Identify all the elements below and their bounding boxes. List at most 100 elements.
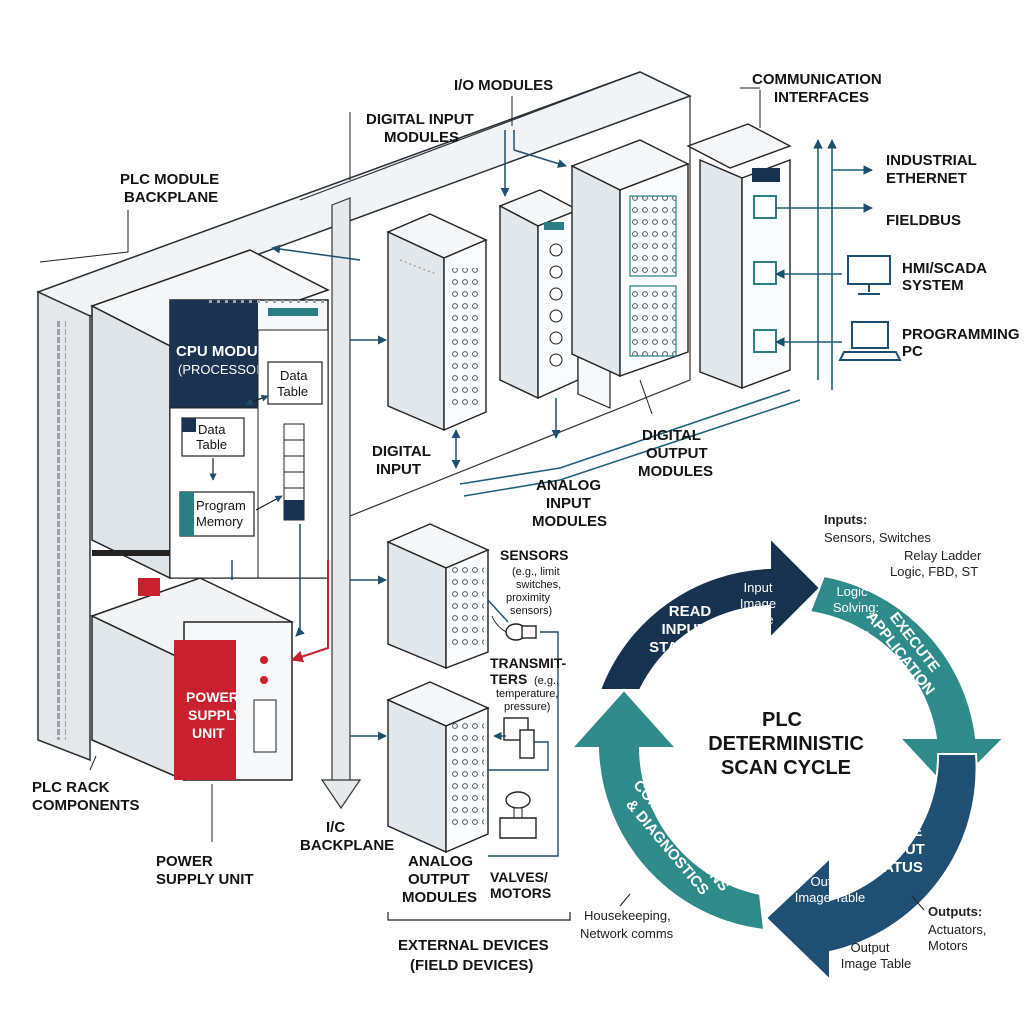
label-industrial-ethernet-2: ETHERNET	[886, 170, 967, 187]
housekeeping-leader	[619, 893, 631, 907]
sensor-icon	[491, 615, 537, 641]
label-hmi-scada-1: HMI/SCADA	[902, 260, 987, 277]
psu-led-1	[260, 656, 268, 664]
label-transmitters-1: TRANSMIT-	[490, 655, 567, 671]
housekeeping-1: Housekeeping,	[584, 908, 671, 923]
label-io-modules: I/O MODULES	[454, 77, 553, 94]
cycle-center-3: SCAN CYCLE	[721, 757, 851, 779]
label-power-supply-2: SUPPLY UNIT	[156, 871, 254, 888]
housekeeping-2: Network comms	[580, 926, 674, 941]
label-sensors-sub-4: sensors)	[510, 605, 552, 617]
cycle-logic-2: Solving:	[833, 600, 879, 615]
label-plc-rack-1: PLC RACK	[32, 779, 110, 796]
ethernet-port	[753, 195, 777, 219]
outputs-body-1: Actuators,	[928, 922, 987, 937]
program-memory-line1: Program	[196, 498, 246, 513]
cycle-center-2: DETERMINISTIC	[708, 733, 864, 755]
label-external-devices-2: (FIELD DEVICES)	[410, 957, 533, 974]
label-sensors-sub-3: proximity	[506, 592, 551, 604]
label-io-backplane-2: BACKPLANE	[300, 837, 394, 854]
label-industrial-ethernet-1: INDUSTRIAL	[886, 152, 977, 169]
cycle-center-1: PLC	[762, 709, 802, 731]
relay-1: Relay Ladder	[904, 548, 982, 563]
cycle-read-3: STATUS	[649, 639, 707, 656]
label-plc-rack-2: COMPONENTS	[32, 797, 140, 814]
outputs-title: Outputs:	[928, 904, 982, 919]
laptop-icon	[838, 321, 902, 361]
cycle-output-image-1: Output	[810, 874, 849, 889]
label-digital-input-2: INPUT	[376, 461, 421, 478]
cpu-nameplate	[170, 300, 258, 408]
program-memory-line2: Memory	[196, 514, 243, 529]
label-comm-interfaces-1: COMMUNICATION	[752, 71, 882, 88]
network-lines	[459, 90, 873, 497]
label-transmitters-sub-3: pressure)	[504, 701, 550, 713]
label-external-devices-1: EXTERNAL DEVICES	[398, 937, 549, 954]
outputs-body-2: Motors	[928, 938, 968, 953]
label-plc-backplane-2: BACKPLANE	[124, 189, 218, 206]
monitor-icon	[847, 255, 891, 295]
programming-port	[753, 329, 777, 353]
data-table-right	[267, 361, 323, 405]
cycle-update-1: UPDATE	[862, 823, 923, 840]
cycle-read-2: INPUT	[662, 621, 707, 638]
cycle-input-image-3: Table	[742, 612, 773, 627]
cycle-output-image-2: Image Table	[795, 890, 866, 905]
power-line	[290, 560, 329, 663]
label-sensors: SENSORS	[500, 547, 568, 563]
label-transmitters-sub-1: (e.g.,	[534, 675, 559, 687]
label-digital-input-1: DIGITAL	[372, 443, 431, 460]
digital-output-module	[570, 139, 690, 378]
label-programming-pc-1: PROGRAMMING	[902, 326, 1020, 343]
label-transmitters-2: TERS	[490, 671, 527, 687]
label-analog-input-3: MODULES	[532, 513, 607, 530]
cycle-arrow-system	[569, 688, 766, 932]
relay-2: Logic, FBD, ST	[890, 564, 978, 579]
fieldbus-port	[753, 261, 777, 285]
psu-label-3: UNIT	[192, 725, 225, 741]
psu-terminal-block	[253, 699, 277, 753]
cycle-arrow-read	[598, 535, 822, 691]
label-digital-input-modules-1: DIGITAL INPUT	[366, 111, 474, 128]
label-valves-motors-2: MOTORS	[490, 885, 551, 901]
label-analog-input-2: INPUT	[546, 495, 591, 512]
inputs-body: Sensors, Switches	[824, 530, 931, 545]
data-table-left-line1: Data	[198, 422, 226, 437]
psu-label-1: POWER	[186, 689, 239, 705]
analog-output-module	[386, 681, 490, 854]
bus-connections	[231, 130, 567, 741]
label-analog-output-1: ANALOG	[408, 853, 473, 870]
communication-module	[686, 123, 792, 390]
label-digital-output-2: OUTPUT	[646, 445, 708, 462]
label-plc-backplane-1: PLC MODULE	[120, 171, 219, 188]
outputs-leader	[911, 895, 925, 911]
cycle-input-image-1: Input	[744, 580, 773, 595]
psu-label-2: SUPPLY	[188, 707, 243, 723]
label-transmitters-sub-2: temperature,	[496, 688, 558, 700]
psu-led-2	[260, 676, 268, 684]
label-io-backplane-1: I/C	[326, 819, 345, 836]
label-digital-output-1: DIGITAL	[642, 427, 701, 444]
label-sensors-sub-2: switches,	[516, 579, 561, 591]
transmitter-icon	[503, 717, 535, 759]
label-digital-input-modules-2: MODULES	[384, 129, 459, 146]
data-table-right-line1: Data	[280, 368, 308, 383]
label-valves-motors-1: VALVES/	[490, 869, 548, 885]
cycle-update-3: STATUS	[865, 859, 923, 876]
cycle-input-image-2: Image	[740, 596, 776, 611]
cpu-module: CPU MODULE (PROCESSOR) Data Table Progra…	[90, 249, 330, 580]
external-devices-bracket	[387, 912, 571, 921]
output-image-below-2: Image Table	[841, 956, 912, 971]
field-device-wires	[487, 599, 559, 857]
inputs-title: Inputs:	[824, 512, 867, 527]
cpu-subtitle: (PROCESSOR)	[178, 362, 270, 377]
sensor-input-module	[386, 523, 490, 670]
label-digital-output-3: MODULES	[638, 463, 713, 480]
label-fieldbus: FIELDBUS	[886, 212, 961, 229]
cycle-logic-1: Logic	[836, 584, 868, 599]
valve-icon	[499, 791, 537, 839]
digital-input-module	[386, 213, 488, 432]
power-supply-unit: POWER SUPPLY UNIT	[90, 577, 294, 782]
cycle-arrow-update	[764, 753, 978, 983]
